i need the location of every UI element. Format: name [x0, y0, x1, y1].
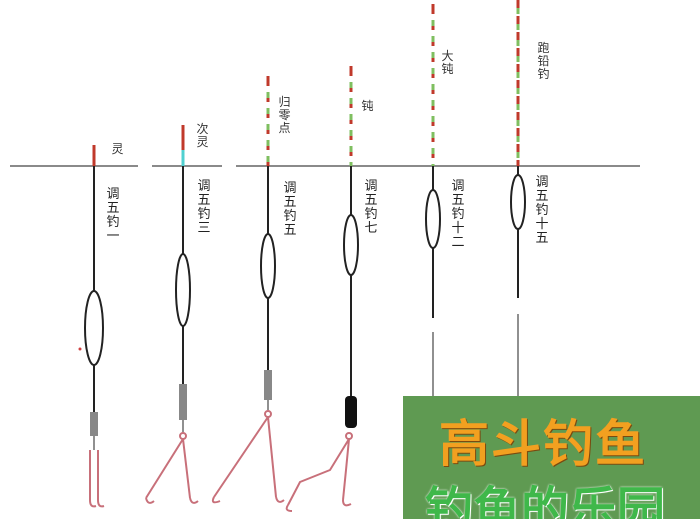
hook-line: [213, 416, 277, 498]
stray-mark: [78, 347, 82, 351]
rig-5: [425, 4, 441, 396]
sinker: [179, 384, 187, 420]
rig-1-top-label: 灵: [111, 142, 124, 156]
hook-left: [145, 497, 155, 504]
swivel: [264, 410, 272, 418]
rig-4: [285, 66, 359, 512]
sinker: [90, 412, 98, 436]
float-body: [343, 214, 359, 276]
rig-1-depth-label: 调五钓一: [106, 187, 120, 244]
rig-6-depth-label: 调五钓十五: [535, 175, 549, 246]
rig-4-depth-label: 调五钓七: [364, 179, 378, 236]
sinker: [345, 396, 357, 428]
hook-right: [97, 499, 105, 508]
float-body: [260, 233, 276, 299]
rig-2-top-label: 次灵: [196, 122, 209, 149]
swivel: [179, 432, 187, 440]
float-body: [84, 290, 104, 366]
hook-right: [189, 497, 199, 504]
rig-3: [211, 76, 285, 504]
float-body: [175, 253, 191, 327]
banner-subtitle: 钓鱼的乐园: [425, 482, 666, 519]
watermark-banner: 高斗钓鱼 钓鱼的乐园: [403, 396, 700, 519]
rig-2-depth-label: 调五钓三: [197, 179, 211, 236]
float-body: [510, 174, 526, 230]
hook-line: [287, 438, 350, 506]
rig-5-top-label: 大钝: [441, 49, 454, 76]
rig-2: [145, 125, 199, 504]
hook-line: [89, 450, 99, 500]
hook-line: [145, 438, 191, 499]
sinker: [264, 370, 272, 400]
hook-left: [285, 504, 293, 512]
rig-1: [84, 145, 105, 508]
rig-3-depth-label: 调五钓五: [283, 181, 297, 238]
hook-left: [211, 496, 221, 504]
swivel: [345, 432, 353, 440]
rig-3-top-label: 归零点: [278, 95, 291, 135]
rig-6-top-label: 跑铅钓: [537, 41, 550, 81]
hook-left: [89, 499, 97, 508]
rig-4-top-label: 钝: [361, 99, 374, 113]
rig-6: [510, 0, 526, 396]
rig-5-depth-label: 调五钓十二: [451, 179, 465, 250]
hook-right: [275, 496, 285, 503]
banner-title: 高斗钓鱼: [439, 415, 647, 473]
float-body: [425, 189, 441, 249]
hook-right: [342, 499, 352, 507]
